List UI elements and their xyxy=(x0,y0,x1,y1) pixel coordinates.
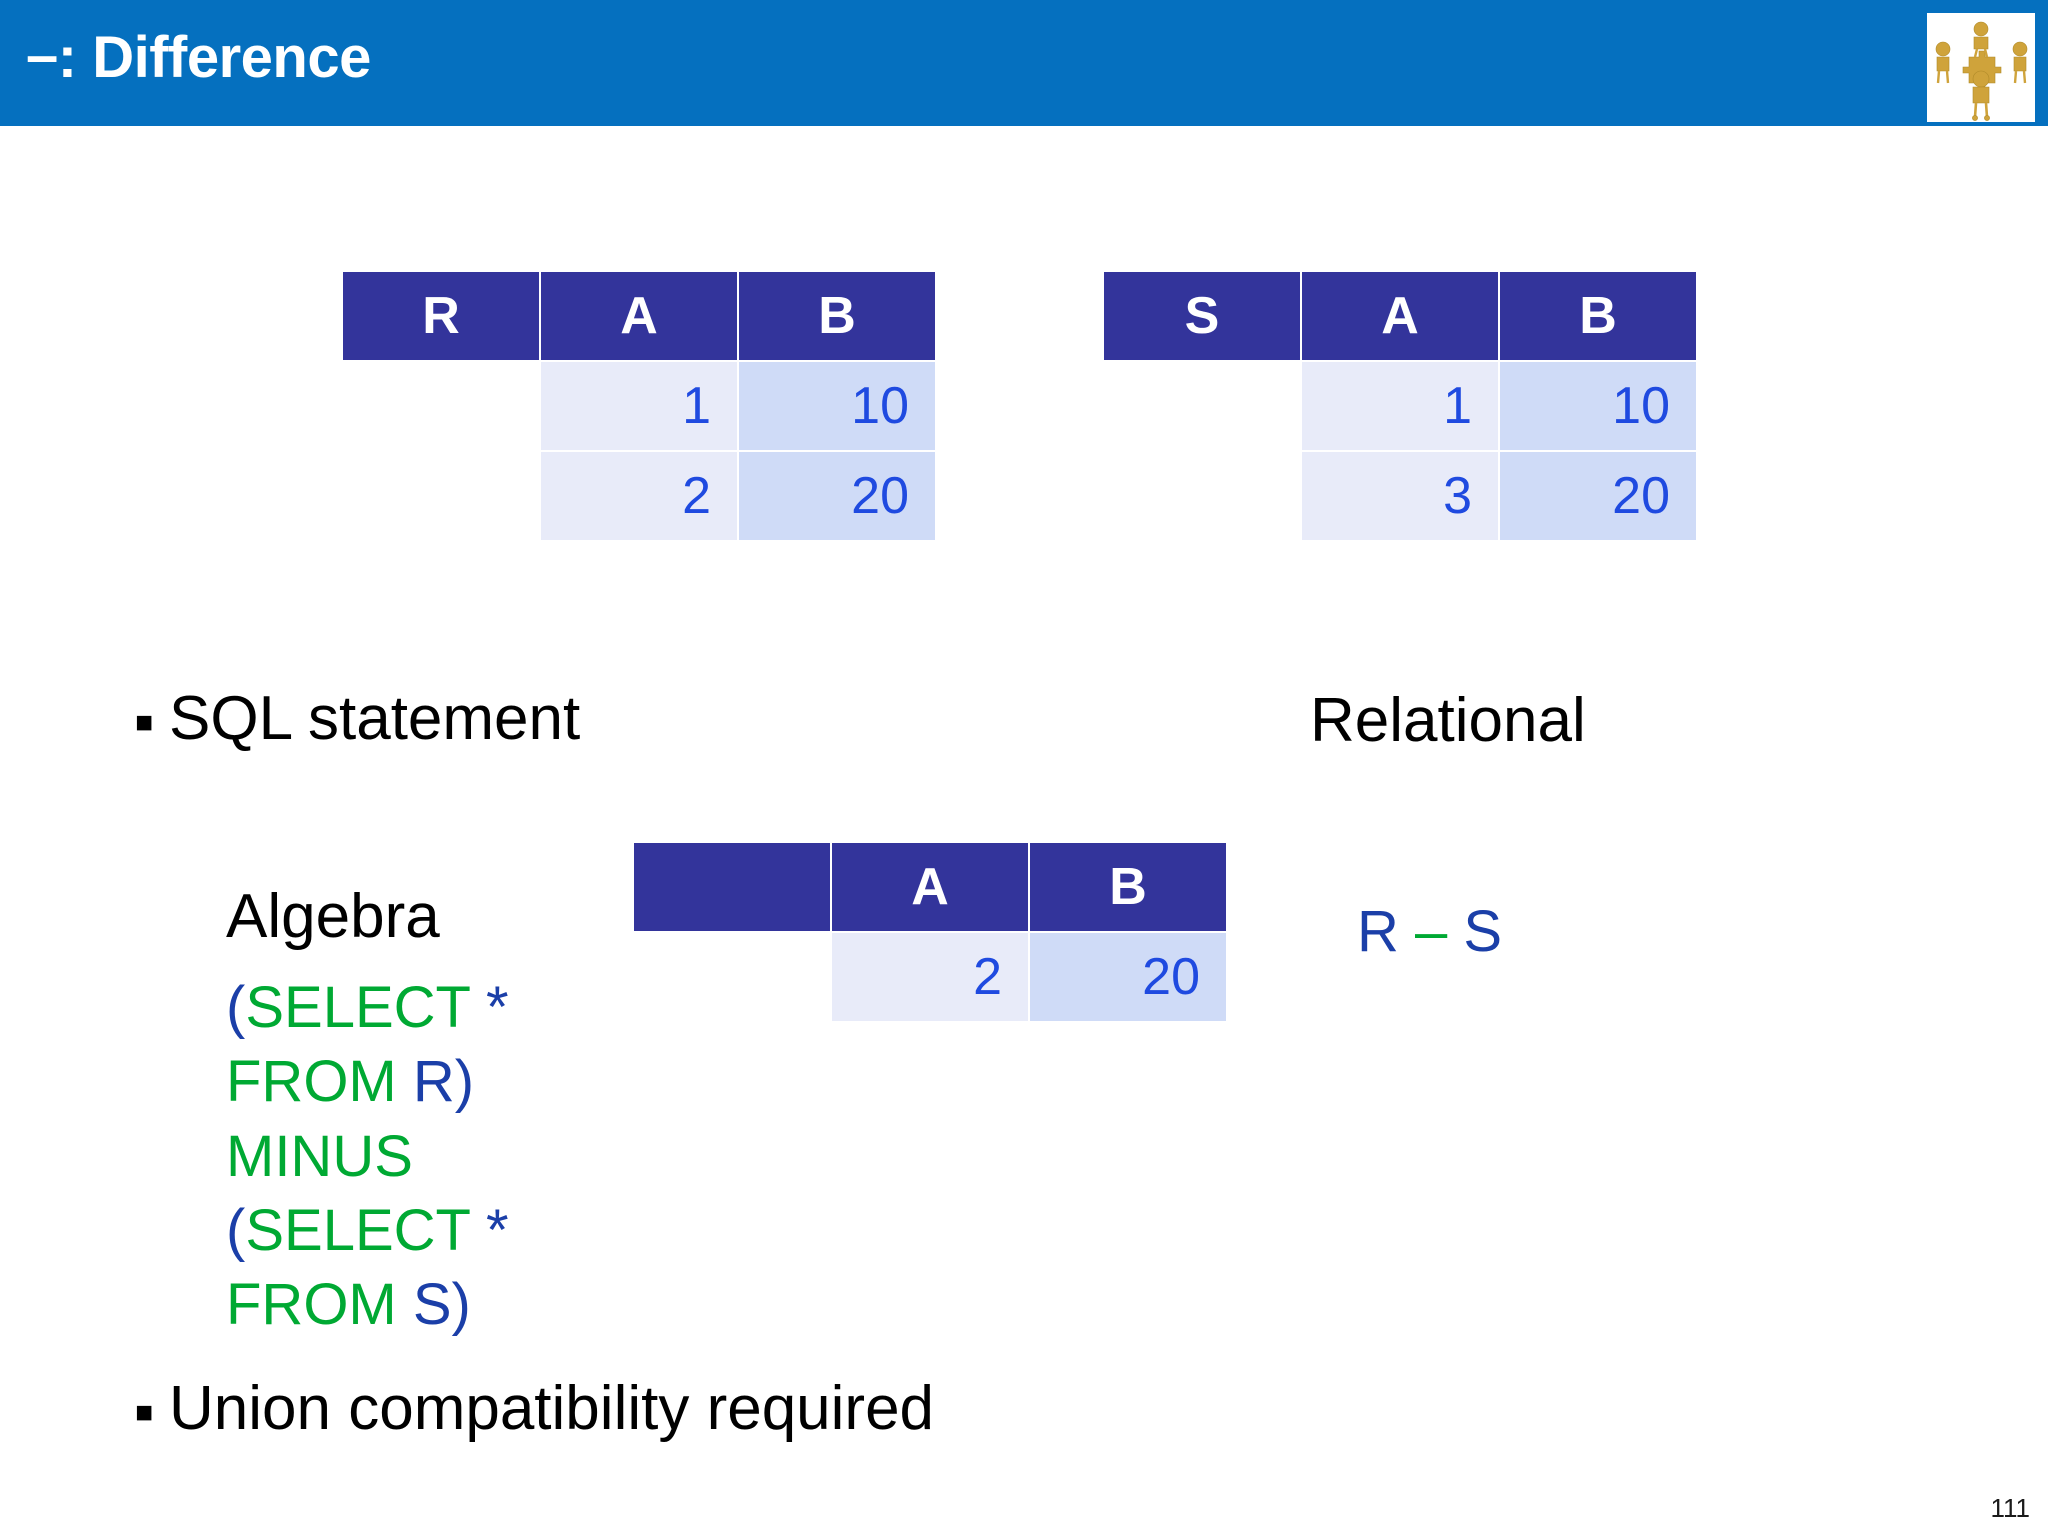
relational-heading: Relational xyxy=(1310,686,1586,755)
table-r-row1-b: 20 xyxy=(739,452,935,540)
table-result-name-header xyxy=(634,843,830,931)
bullet-sql-statement-label: SQL statement xyxy=(169,684,581,753)
table-result-row0-a: 2 xyxy=(832,933,1028,1021)
table-result-col-a-header: A xyxy=(832,843,1028,931)
table-result-col-b-header: B xyxy=(1030,843,1226,931)
table-r-row0-b: 10 xyxy=(739,362,935,450)
sql-line-3: MINUS xyxy=(226,1120,509,1194)
table-result-difference: A B 2 20 xyxy=(632,841,1228,1023)
relational-algebra-expression: R – S xyxy=(1357,898,1502,965)
table-r-row0-a: 1 xyxy=(541,362,737,450)
sql-ident-s: S) xyxy=(396,1272,471,1338)
table-row: 1 10 xyxy=(343,362,935,450)
table-header-row: A B xyxy=(634,843,1226,931)
title-minus-symbol: – xyxy=(26,23,58,88)
teamwork-puzzle-logo xyxy=(1927,13,2035,122)
table-s-row1-spacer xyxy=(1104,452,1300,540)
table-s-row0-b: 10 xyxy=(1500,362,1696,450)
bullet-union-compatibility-label: Union compatibility required xyxy=(169,1374,935,1443)
sql-keyword-from-2: FROM xyxy=(226,1272,397,1338)
sql-line-1: (SELECT * xyxy=(226,971,509,1045)
algebra-label: Algebra xyxy=(226,882,440,951)
table-r-col-a-header: A xyxy=(541,272,737,360)
table-result-row0-spacer xyxy=(634,933,830,1021)
table-row: 3 20 xyxy=(1104,452,1696,540)
table-s-row1-b: 20 xyxy=(1500,452,1696,540)
logo-artwork xyxy=(1927,13,2035,122)
sql-algebra-word: Algebra xyxy=(226,880,509,953)
ra-operand-left: R xyxy=(1357,899,1415,964)
table-row: 2 20 xyxy=(343,452,935,540)
table-s-row1-a: 3 xyxy=(1302,452,1498,540)
page-title: –: Difference xyxy=(26,23,372,91)
sql-ident-r: R) xyxy=(396,1049,475,1115)
table-s-name-header: S xyxy=(1104,272,1300,360)
bullet-square-icon: ■ xyxy=(135,1396,154,1429)
sql-star-2: * xyxy=(469,1197,509,1263)
sql-keyword-minus: MINUS xyxy=(226,1123,413,1189)
sql-open-paren-2: ( xyxy=(226,1197,246,1263)
sql-keyword-from-1: FROM xyxy=(226,1049,397,1115)
table-r-col-b-header: B xyxy=(739,272,935,360)
table-row: 1 10 xyxy=(1104,362,1696,450)
table-r-name-header: R xyxy=(343,272,539,360)
sql-line-4: (SELECT * xyxy=(226,1194,509,1268)
table-header-row: S A B xyxy=(1104,272,1696,360)
sql-line-5: FROM S) xyxy=(226,1268,509,1342)
slide-title-bar: –: Difference xyxy=(0,0,2048,126)
page-number: 111 xyxy=(1990,1493,2030,1523)
table-row: 2 20 xyxy=(634,933,1226,1021)
bullet-square-icon: ■ xyxy=(135,706,154,739)
table-r-row1-spacer xyxy=(343,452,539,540)
table-result-row0-b: 20 xyxy=(1030,933,1226,1021)
sql-keyword-select-2: SELECT xyxy=(245,1197,470,1263)
table-s-col-b-header: B xyxy=(1500,272,1696,360)
sql-open-paren-1: ( xyxy=(226,975,246,1041)
table-relation-s: S A B 1 10 3 20 xyxy=(1102,270,1698,542)
bullet-union-compatibility: ■ Union compatibility required xyxy=(135,1372,934,1445)
ra-operand-right: S xyxy=(1447,899,1503,964)
bullet-sql-statement: ■ SQL statement xyxy=(135,682,580,755)
table-header-row: R A B xyxy=(343,272,935,360)
ra-minus-operator: – xyxy=(1415,899,1448,964)
table-s-row0-spacer xyxy=(1104,362,1300,450)
title-label: : Difference xyxy=(57,25,372,90)
table-s-row0-a: 1 xyxy=(1302,362,1498,450)
table-s-col-a-header: A xyxy=(1302,272,1498,360)
sql-statement-block: Algebra (SELECT * FROM R) MINUS (SELECT … xyxy=(226,880,509,1342)
sql-line-2: FROM R) xyxy=(226,1045,509,1119)
table-relation-r: R A B 1 10 2 20 xyxy=(341,270,937,542)
table-r-row0-spacer xyxy=(343,362,539,450)
table-r-row1-a: 2 xyxy=(541,452,737,540)
sql-star-1: * xyxy=(469,975,509,1041)
sql-keyword-select-1: SELECT xyxy=(245,975,470,1041)
